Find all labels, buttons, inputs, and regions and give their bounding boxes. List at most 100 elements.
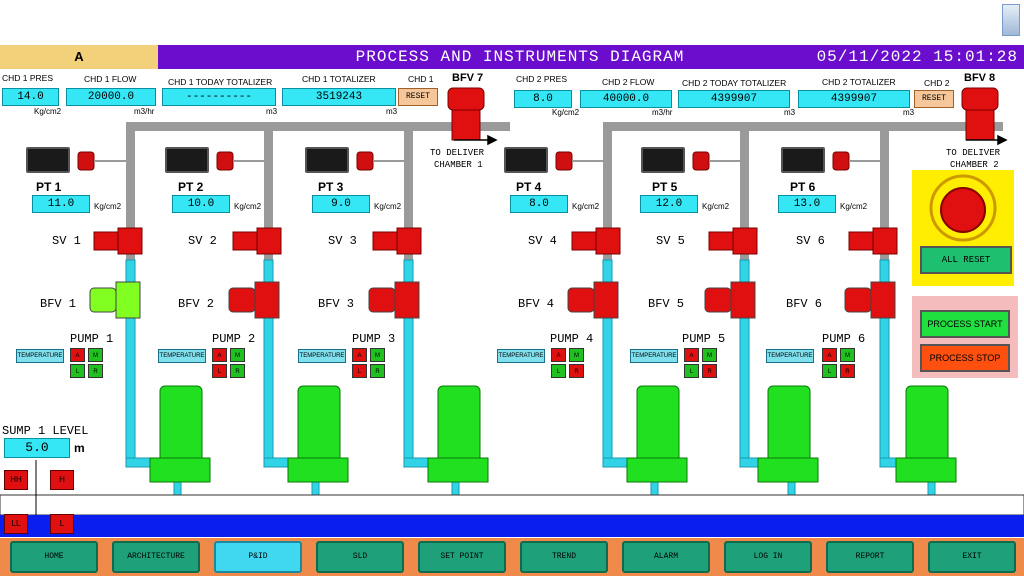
bfv3-label: BFV 3 bbox=[318, 297, 355, 311]
sv2-label: SV 2 bbox=[188, 234, 217, 248]
pump4-local[interactable]: L bbox=[551, 364, 566, 378]
pt3-value: 9.0 bbox=[312, 195, 370, 213]
pump6-temperature-button[interactable]: TEMPERATURE bbox=[766, 349, 814, 363]
pump2-temperature-button[interactable]: TEMPERATURE bbox=[158, 349, 206, 363]
nav-report[interactable]: REPORT bbox=[826, 541, 914, 573]
sv6-body bbox=[872, 227, 898, 255]
pt3-sensor bbox=[356, 151, 374, 171]
sv6-label: SV 6 bbox=[796, 234, 825, 248]
pump6-manual[interactable]: M bbox=[840, 348, 855, 362]
sump-level-label: SUMP 1 LEVEL bbox=[2, 424, 89, 438]
chd1-pres-value: 14.0 bbox=[2, 88, 59, 106]
bfv8-actuator bbox=[961, 87, 999, 111]
pump5-temperature-button[interactable]: TEMPERATURE bbox=[630, 349, 678, 363]
pump1-auto[interactable]: A bbox=[70, 348, 85, 362]
pt6-unit: Kg/cm2 bbox=[840, 202, 868, 211]
sv3-label: SV 3 bbox=[328, 234, 357, 248]
pump6-local[interactable]: L bbox=[822, 364, 837, 378]
riser-3 bbox=[404, 122, 413, 262]
bfv8-body bbox=[965, 109, 995, 141]
pt5-value: 12.0 bbox=[640, 195, 698, 213]
pt3-unit: Kg/cm2 bbox=[374, 202, 402, 211]
pump1-local[interactable]: L bbox=[70, 364, 85, 378]
nav-exit[interactable]: EXIT bbox=[928, 541, 1016, 573]
chd1-flow-value: 20000.0 bbox=[66, 88, 156, 106]
chd1-today-value: ---------- bbox=[162, 88, 276, 106]
level-h-indicator: H bbox=[50, 470, 74, 490]
pt5-display bbox=[641, 147, 685, 173]
chd2-flow-value: 40000.0 bbox=[580, 90, 672, 108]
riser-1 bbox=[126, 122, 135, 262]
pump3-temperature-button[interactable]: TEMPERATURE bbox=[298, 349, 346, 363]
pt3-label: PT 3 bbox=[318, 180, 344, 194]
nav-trend[interactable]: TREND bbox=[520, 541, 608, 573]
pump2-remote[interactable]: R bbox=[230, 364, 245, 378]
pump3-remote[interactable]: R bbox=[370, 364, 385, 378]
riser-5 bbox=[740, 122, 749, 262]
pump1-remote[interactable]: R bbox=[88, 364, 103, 378]
page-title: PROCESS AND INSTRUMENTS DIAGRAM bbox=[355, 48, 685, 66]
nav-log-in[interactable]: LOG IN bbox=[724, 541, 812, 573]
pump6-remote[interactable]: R bbox=[840, 364, 855, 378]
chd2-reset-button[interactable]: RESET bbox=[914, 90, 954, 108]
bfv7-body bbox=[451, 109, 481, 141]
pump1-manual[interactable]: M bbox=[88, 348, 103, 362]
pump4-remote[interactable]: R bbox=[569, 364, 584, 378]
level-ll-indicator: LL bbox=[4, 514, 28, 534]
riser-2 bbox=[264, 122, 273, 262]
nav-set-point[interactable]: SET POINT bbox=[418, 541, 506, 573]
pump5-manual[interactable]: M bbox=[702, 348, 717, 362]
title-bar bbox=[0, 45, 1024, 69]
pump2-manual[interactable]: M bbox=[230, 348, 245, 362]
pt4-unit: Kg/cm2 bbox=[572, 202, 600, 211]
pt1-sensor bbox=[77, 151, 95, 171]
process-start-button[interactable]: PROCESS START bbox=[920, 310, 1010, 338]
bfv4-actuator bbox=[567, 287, 595, 313]
pump2-local[interactable]: L bbox=[212, 364, 227, 378]
chd2-pres-unit: Kg/cm2 bbox=[552, 108, 580, 117]
chd1-reset-button[interactable]: RESET bbox=[398, 88, 438, 106]
nav-pid[interactable]: P&ID bbox=[214, 541, 302, 573]
pump5-label: PUMP 5 bbox=[682, 332, 726, 346]
pump5-remote[interactable]: R bbox=[702, 364, 717, 378]
sv4-body bbox=[595, 227, 621, 255]
pump3-label: PUMP 3 bbox=[352, 332, 396, 346]
riser-6 bbox=[880, 122, 889, 262]
window-icon[interactable] bbox=[1002, 4, 1020, 36]
pump5-auto[interactable]: A bbox=[684, 348, 699, 362]
nav-home[interactable]: HOME bbox=[10, 541, 98, 573]
pump1-temperature-button[interactable]: TEMPERATURE bbox=[16, 349, 64, 363]
pump5-casing bbox=[757, 457, 819, 483]
pump3-auto[interactable]: A bbox=[352, 348, 367, 362]
sump-water bbox=[0, 515, 1024, 537]
pt6-label: PT 6 bbox=[790, 180, 816, 194]
bfv3-actuator bbox=[368, 287, 396, 313]
pump3-manual[interactable]: M bbox=[370, 348, 385, 362]
pump5-local[interactable]: L bbox=[684, 364, 699, 378]
process-stop-button[interactable]: PROCESS STOP bbox=[920, 344, 1010, 372]
nav-architecture[interactable]: ARCHITECTURE bbox=[112, 541, 200, 573]
pump4-temperature-button[interactable]: TEMPERATURE bbox=[497, 349, 545, 363]
pump4-manual[interactable]: M bbox=[569, 348, 584, 362]
chd1-today-unit: m3 bbox=[266, 107, 278, 116]
sv3-body bbox=[396, 227, 422, 255]
pt2-unit: Kg/cm2 bbox=[234, 202, 262, 211]
pump4-label: PUMP 4 bbox=[550, 332, 594, 346]
chd2-total-value: 4399907 bbox=[798, 90, 910, 108]
pump3-local[interactable]: L bbox=[352, 364, 367, 378]
chd1-today-label: CHD 1 TODAY TOTALIZER bbox=[168, 77, 273, 87]
chd2-pres-label: CHD 2 PRES bbox=[516, 74, 568, 84]
pump1-casing bbox=[149, 457, 211, 483]
sv1-label: SV 1 bbox=[52, 234, 81, 248]
pump2-auto[interactable]: A bbox=[212, 348, 227, 362]
all-reset-button[interactable]: ALL RESET bbox=[920, 246, 1012, 274]
nav-sld[interactable]: SLD bbox=[316, 541, 404, 573]
sv2-body bbox=[256, 227, 282, 255]
chd1-total-value: 3519243 bbox=[282, 88, 396, 106]
chd1-pres-unit: Kg/cm2 bbox=[34, 107, 62, 116]
sv1-body bbox=[117, 227, 143, 255]
nav-alarm[interactable]: ALARM bbox=[622, 541, 710, 573]
pump6-auto[interactable]: A bbox=[822, 348, 837, 362]
pump4-auto[interactable]: A bbox=[551, 348, 566, 362]
bfv1-body bbox=[115, 281, 141, 319]
